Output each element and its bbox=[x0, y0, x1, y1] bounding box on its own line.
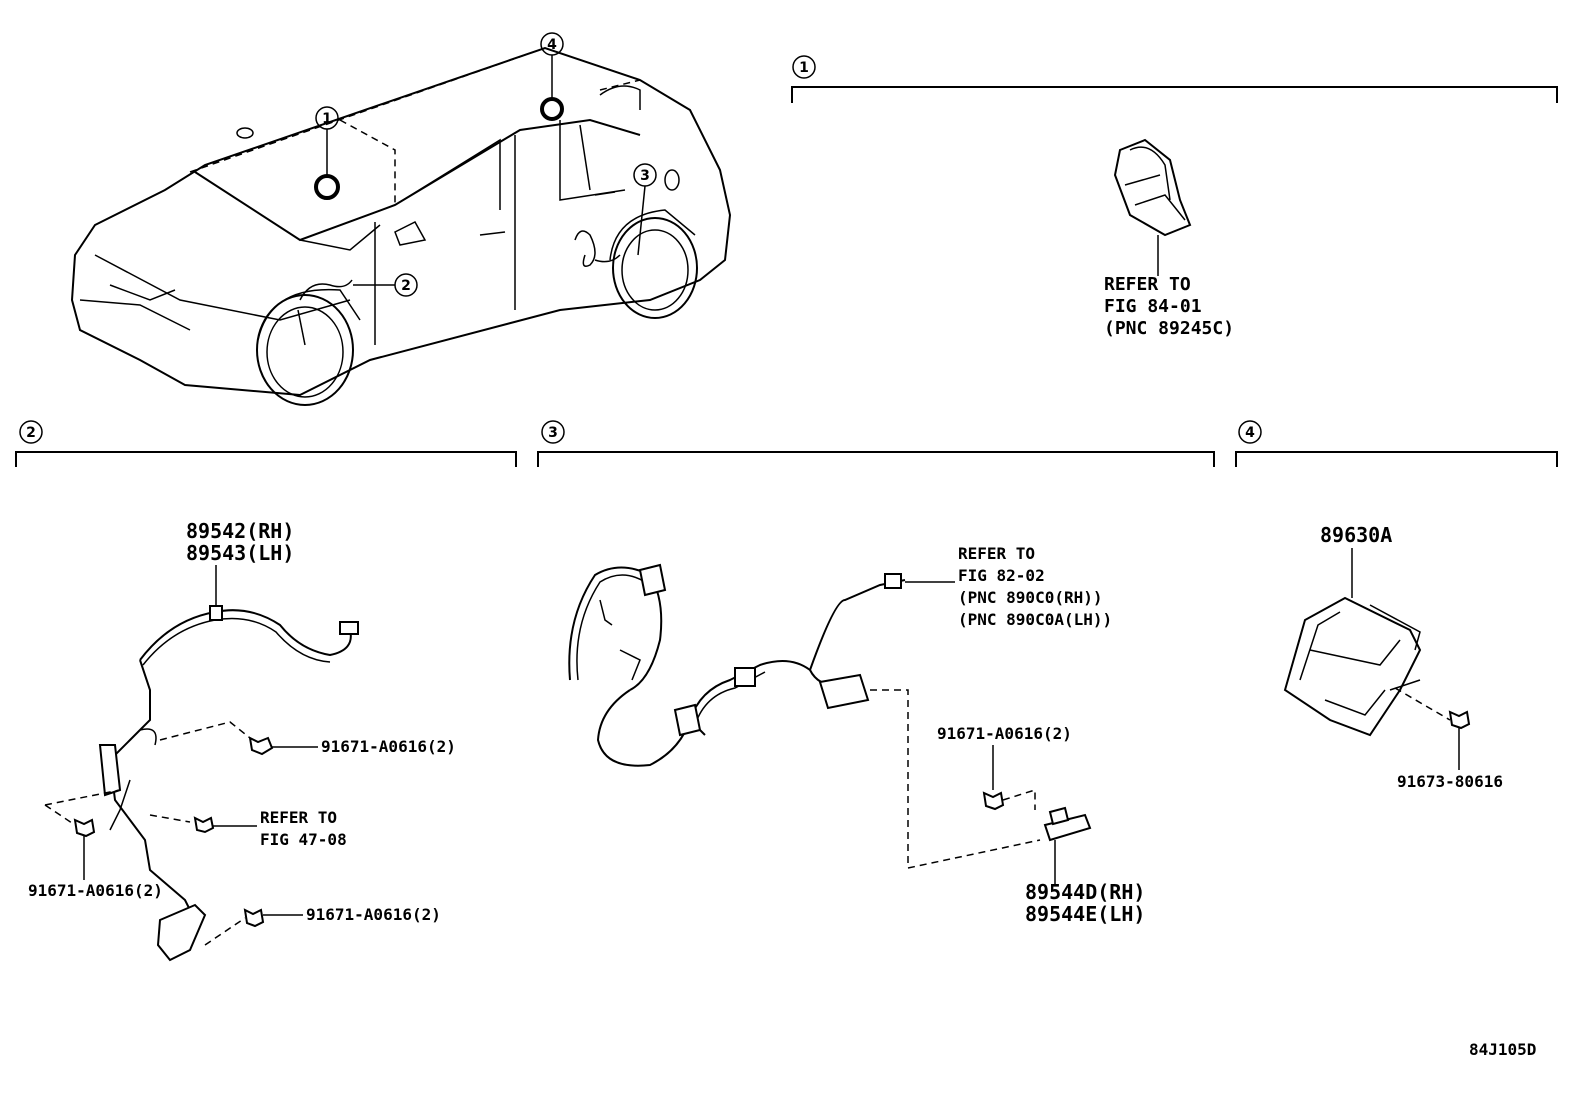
svg-text:1: 1 bbox=[322, 111, 332, 127]
callout-2-on-car: 2 bbox=[353, 273, 418, 297]
fastener-label: 91673-80616 bbox=[1397, 772, 1503, 791]
refer-line-2: FIG 84-01 bbox=[1104, 296, 1202, 317]
callout-3-on-car: 3 bbox=[633, 163, 657, 256]
section-3: 3 REFER TO FIG 82-02 (PNC 890C0(RH)) (PN… bbox=[537, 420, 1215, 926]
refer-line-1: REFER TO bbox=[958, 544, 1035, 563]
svg-text:3: 3 bbox=[640, 168, 650, 184]
callout-1-on-car: 1 bbox=[314, 106, 340, 200]
refer-line-4: (PNC 890C0A(LH)) bbox=[958, 610, 1112, 629]
section-4: 4 89630A 91673-80616 bbox=[1235, 420, 1558, 791]
part-number-rh: 89542(RH) bbox=[186, 519, 294, 543]
refer-line-1: REFER TO bbox=[1104, 274, 1191, 295]
callout-4-on-car: 4 bbox=[540, 32, 564, 121]
bolt-icon bbox=[1394, 687, 1471, 730]
part-number: 89630A bbox=[1320, 523, 1392, 547]
part-number-lh: 89543(LH) bbox=[186, 541, 294, 565]
fastener-label-left: 91671-A0616(2) bbox=[28, 881, 163, 900]
fastener-label-lower: 91671-A0616(2) bbox=[306, 905, 441, 924]
bolt-icon bbox=[159, 721, 274, 756]
refer-line-3: (PNC 89245C) bbox=[1104, 318, 1234, 339]
rear-sensor-harness bbox=[568, 563, 906, 767]
refer-line-2: FIG 82-02 bbox=[958, 566, 1045, 585]
bolt-icon bbox=[44, 789, 121, 838]
refer-line-2: FIG 47-08 bbox=[260, 830, 347, 849]
front-sensor-harness bbox=[98, 605, 359, 962]
fastener-label-upper: 91671-A0616(2) bbox=[321, 737, 456, 756]
car-illustration bbox=[70, 46, 732, 406]
refer-line-3: (PNC 890C0(RH)) bbox=[958, 588, 1103, 607]
rear-speed-sensor bbox=[1043, 806, 1092, 842]
section-2: 2 89542(RH) 89543(LH) 91671-A0616(2) bbox=[15, 420, 517, 962]
sensor-part-section-1 bbox=[1113, 138, 1192, 237]
svg-text:4: 4 bbox=[1245, 425, 1255, 441]
svg-text:4: 4 bbox=[547, 37, 557, 53]
svg-text:3: 3 bbox=[548, 425, 558, 441]
bolt-icon bbox=[149, 814, 215, 834]
svg-text:1: 1 bbox=[799, 60, 809, 76]
bolt-icon bbox=[982, 788, 1036, 811]
refer-line-1: REFER TO bbox=[260, 808, 337, 827]
bracket-part bbox=[1283, 596, 1422, 737]
part-number-lh: 89544E(LH) bbox=[1025, 902, 1145, 926]
diagram-code: 84J105D bbox=[1469, 1040, 1536, 1059]
svg-text:2: 2 bbox=[401, 278, 411, 294]
part-number-rh: 89544D(RH) bbox=[1025, 880, 1145, 904]
svg-text:2: 2 bbox=[26, 425, 36, 441]
section-1: 1 REFER TO FIG 84-01 (PNC 89245C) bbox=[791, 55, 1558, 339]
fastener-label: 91671-A0616(2) bbox=[937, 724, 1072, 743]
bolt-icon bbox=[204, 908, 265, 946]
